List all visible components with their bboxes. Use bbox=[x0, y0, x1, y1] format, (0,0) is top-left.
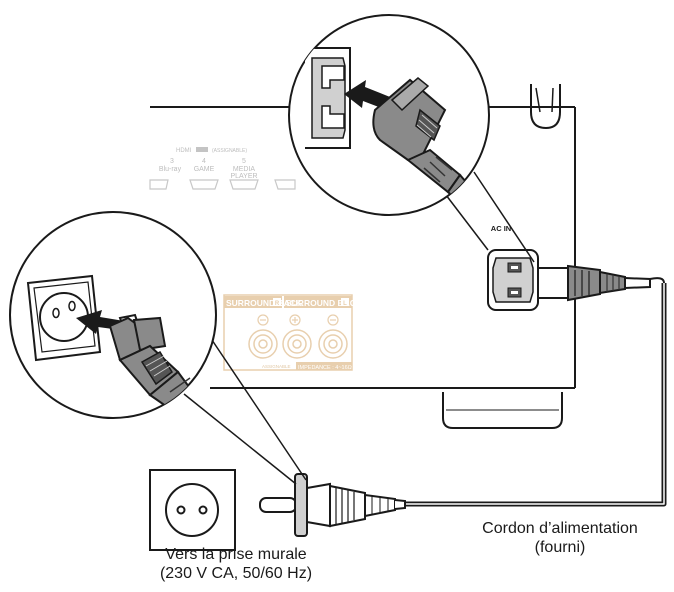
surround-back-label-1: SURROUND BACK bbox=[226, 298, 303, 308]
hdmi-port-6 bbox=[274, 179, 296, 190]
hdmi-5-name-2: PLAYER bbox=[230, 173, 257, 180]
ac-inlet: AC IN bbox=[487, 224, 539, 311]
power-cord-label-line2: (fourni) bbox=[534, 539, 586, 556]
hdmi-assignable-label: (ASSIGNABLE) bbox=[212, 148, 247, 154]
hdmi-5-name-1: MEDIA bbox=[233, 166, 256, 173]
inlet-detail-callout bbox=[288, 14, 535, 263]
power-cord bbox=[402, 283, 667, 507]
speaker-terminal-3 bbox=[318, 329, 348, 359]
hdmi-5-number: 5 bbox=[242, 158, 246, 165]
speaker-terminal-2 bbox=[282, 329, 312, 359]
surround-back-label-2: SURROUND BACK bbox=[286, 298, 363, 308]
receiver-rear-panel: HDMI (ASSIGNABLE) 3 Blu-ray 4 GAME 5 MED… bbox=[149, 84, 576, 429]
hdmi-3-name: Blu-ray bbox=[159, 166, 182, 173]
hdmi-4-name: GAME bbox=[194, 166, 215, 173]
wall-outlet-label-line2: (230 V CA, 50/60 Hz) bbox=[159, 565, 313, 582]
receiver-foot bbox=[442, 392, 563, 429]
wall-outlet-label: Vers la prise murale (230 V CA, 50/60 Hz… bbox=[136, 545, 336, 583]
assignable-label: ASSIGNABLE bbox=[262, 364, 291, 369]
hdmi-4-number: 4 bbox=[202, 158, 206, 165]
wall-outlet bbox=[149, 469, 236, 551]
hdmi-label: HDMI bbox=[176, 148, 192, 154]
hdmi-port-5 bbox=[229, 179, 259, 190]
surround-back-r-label: R bbox=[275, 301, 280, 307]
wall-outlet-label-line1: Vers la prise murale bbox=[165, 546, 307, 563]
impedance-label: IMPEDANCE : 4~16Ω bbox=[298, 365, 352, 371]
ac-in-label: AC IN bbox=[491, 224, 511, 233]
hdmi-port-3 bbox=[149, 179, 169, 190]
power-cord-label: Cordon d’alimentation (fourni) bbox=[450, 519, 670, 557]
hdmi-section: HDMI (ASSIGNABLE) 3 Blu-ray 4 GAME 5 MED… bbox=[149, 147, 296, 190]
iec-plug-connected bbox=[537, 264, 665, 302]
speaker-terminal-1 bbox=[248, 329, 278, 359]
power-cord-label-line1: Cordon d’alimentation bbox=[482, 520, 638, 537]
wall-plug bbox=[259, 473, 406, 537]
rear-handle bbox=[530, 84, 561, 130]
hdmi-3-number: 3 bbox=[170, 158, 174, 165]
surround-back-terminals: SURROUND BACK R SURROUND BACK L bbox=[223, 294, 363, 371]
hdmi-port-4 bbox=[189, 179, 219, 190]
surround-back-l-label: L bbox=[343, 301, 347, 307]
